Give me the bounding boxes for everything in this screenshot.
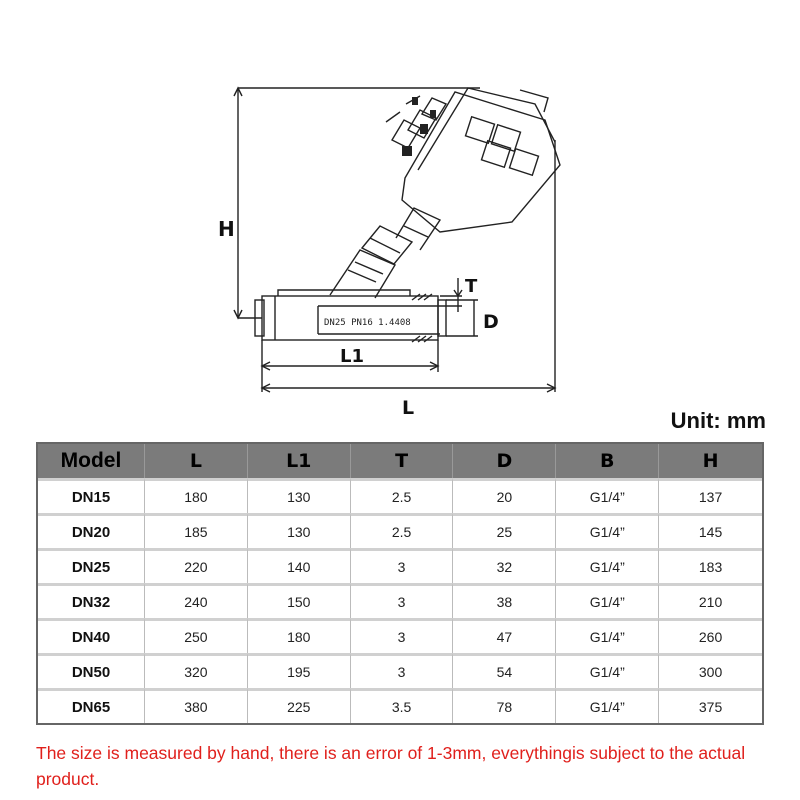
model-cell: DN32 — [38, 583, 145, 618]
table-cell: 3.5 — [350, 688, 454, 723]
header-b: B — [556, 444, 660, 478]
table-cell: 137 — [659, 478, 762, 513]
table-cell: 130 — [247, 478, 351, 513]
table-cell: 2.5 — [350, 513, 454, 548]
table-cell: G1/4” — [556, 583, 660, 618]
table-cell: 375 — [659, 688, 762, 723]
table-cell: 240 — [145, 583, 248, 618]
valve-dimension-drawing: H T D L1 L DN25 PN16 1.4408 — [218, 86, 561, 419]
header-model: Model — [38, 444, 145, 478]
valve-body-marking: DN25 PN16 1.4408 — [324, 318, 411, 328]
table-row: DN25 220 140 3 32 G1/4” 183 — [38, 548, 762, 583]
dim-label-t: T — [465, 276, 478, 297]
table-cell: 2.5 — [350, 478, 454, 513]
table-row: DN50 320 195 3 54 G1/4” 300 — [38, 653, 762, 688]
dimension-table: Model L L1 T D B H DN15 180 130 2.5 20 G… — [36, 442, 764, 725]
unit-label: Unit: mm — [670, 408, 766, 433]
table-cell: G1/4” — [556, 618, 660, 653]
table-cell: 25 — [453, 513, 557, 548]
table-cell: 38 — [453, 583, 557, 618]
table-cell: 180 — [145, 478, 248, 513]
table-row: DN65 380 225 3.5 78 G1/4” 375 — [38, 688, 762, 723]
disclaimer-note: The size is measured by hand, there is a… — [36, 743, 746, 789]
table-cell: 300 — [659, 653, 762, 688]
table-header-row: Model L L1 T D B H — [38, 444, 762, 478]
table-row: DN15 180 130 2.5 20 G1/4” 137 — [38, 478, 762, 513]
table-cell: 78 — [453, 688, 557, 723]
table-cell: 3 — [350, 548, 454, 583]
table-cell: 140 — [247, 548, 351, 583]
table-cell: 210 — [659, 583, 762, 618]
table-cell: 20 — [453, 478, 557, 513]
table-cell: 250 — [145, 618, 248, 653]
table-cell: 3 — [350, 653, 454, 688]
table-cell: G1/4” — [556, 653, 660, 688]
header-h: H — [659, 444, 762, 478]
table-cell: 3 — [350, 618, 454, 653]
model-cell: DN40 — [38, 618, 145, 653]
table-cell: 195 — [247, 653, 351, 688]
model-cell: DN50 — [38, 653, 145, 688]
table-cell: 220 — [145, 548, 248, 583]
table-row: DN40 250 180 3 47 G1/4” 260 — [38, 618, 762, 653]
table-cell: G1/4” — [556, 478, 660, 513]
dim-label-d: D — [483, 311, 499, 333]
table-cell: 180 — [247, 618, 351, 653]
table-cell: 260 — [659, 618, 762, 653]
header-l: L — [145, 444, 248, 478]
header-t: T — [350, 444, 454, 478]
table-cell: G1/4” — [556, 548, 660, 583]
table-cell: 225 — [247, 688, 351, 723]
dim-label-l1: L1 — [340, 346, 364, 367]
table-cell: 380 — [145, 688, 248, 723]
table-cell: 183 — [659, 548, 762, 583]
table-cell: 145 — [659, 513, 762, 548]
table-cell: 54 — [453, 653, 557, 688]
table-cell: 150 — [247, 583, 351, 618]
model-cell: DN25 — [38, 548, 145, 583]
table-cell: G1/4” — [556, 688, 660, 723]
table-cell: 32 — [453, 548, 557, 583]
model-cell: DN20 — [38, 513, 145, 548]
dim-label-h: H — [218, 217, 235, 241]
table-cell: G1/4” — [556, 513, 660, 548]
table-cell: 3 — [350, 583, 454, 618]
header-l1: L1 — [247, 444, 351, 478]
table-cell: 130 — [247, 513, 351, 548]
table-cell: 185 — [145, 513, 248, 548]
header-d: D — [453, 444, 557, 478]
dim-label-l: L — [402, 397, 414, 419]
model-cell: DN65 — [38, 688, 145, 723]
table-row: DN32 240 150 3 38 G1/4” 210 — [38, 583, 762, 618]
table-cell: 320 — [145, 653, 248, 688]
model-cell: DN15 — [38, 478, 145, 513]
table-cell: 47 — [453, 618, 557, 653]
table-row: DN20 185 130 2.5 25 G1/4” 145 — [38, 513, 762, 548]
